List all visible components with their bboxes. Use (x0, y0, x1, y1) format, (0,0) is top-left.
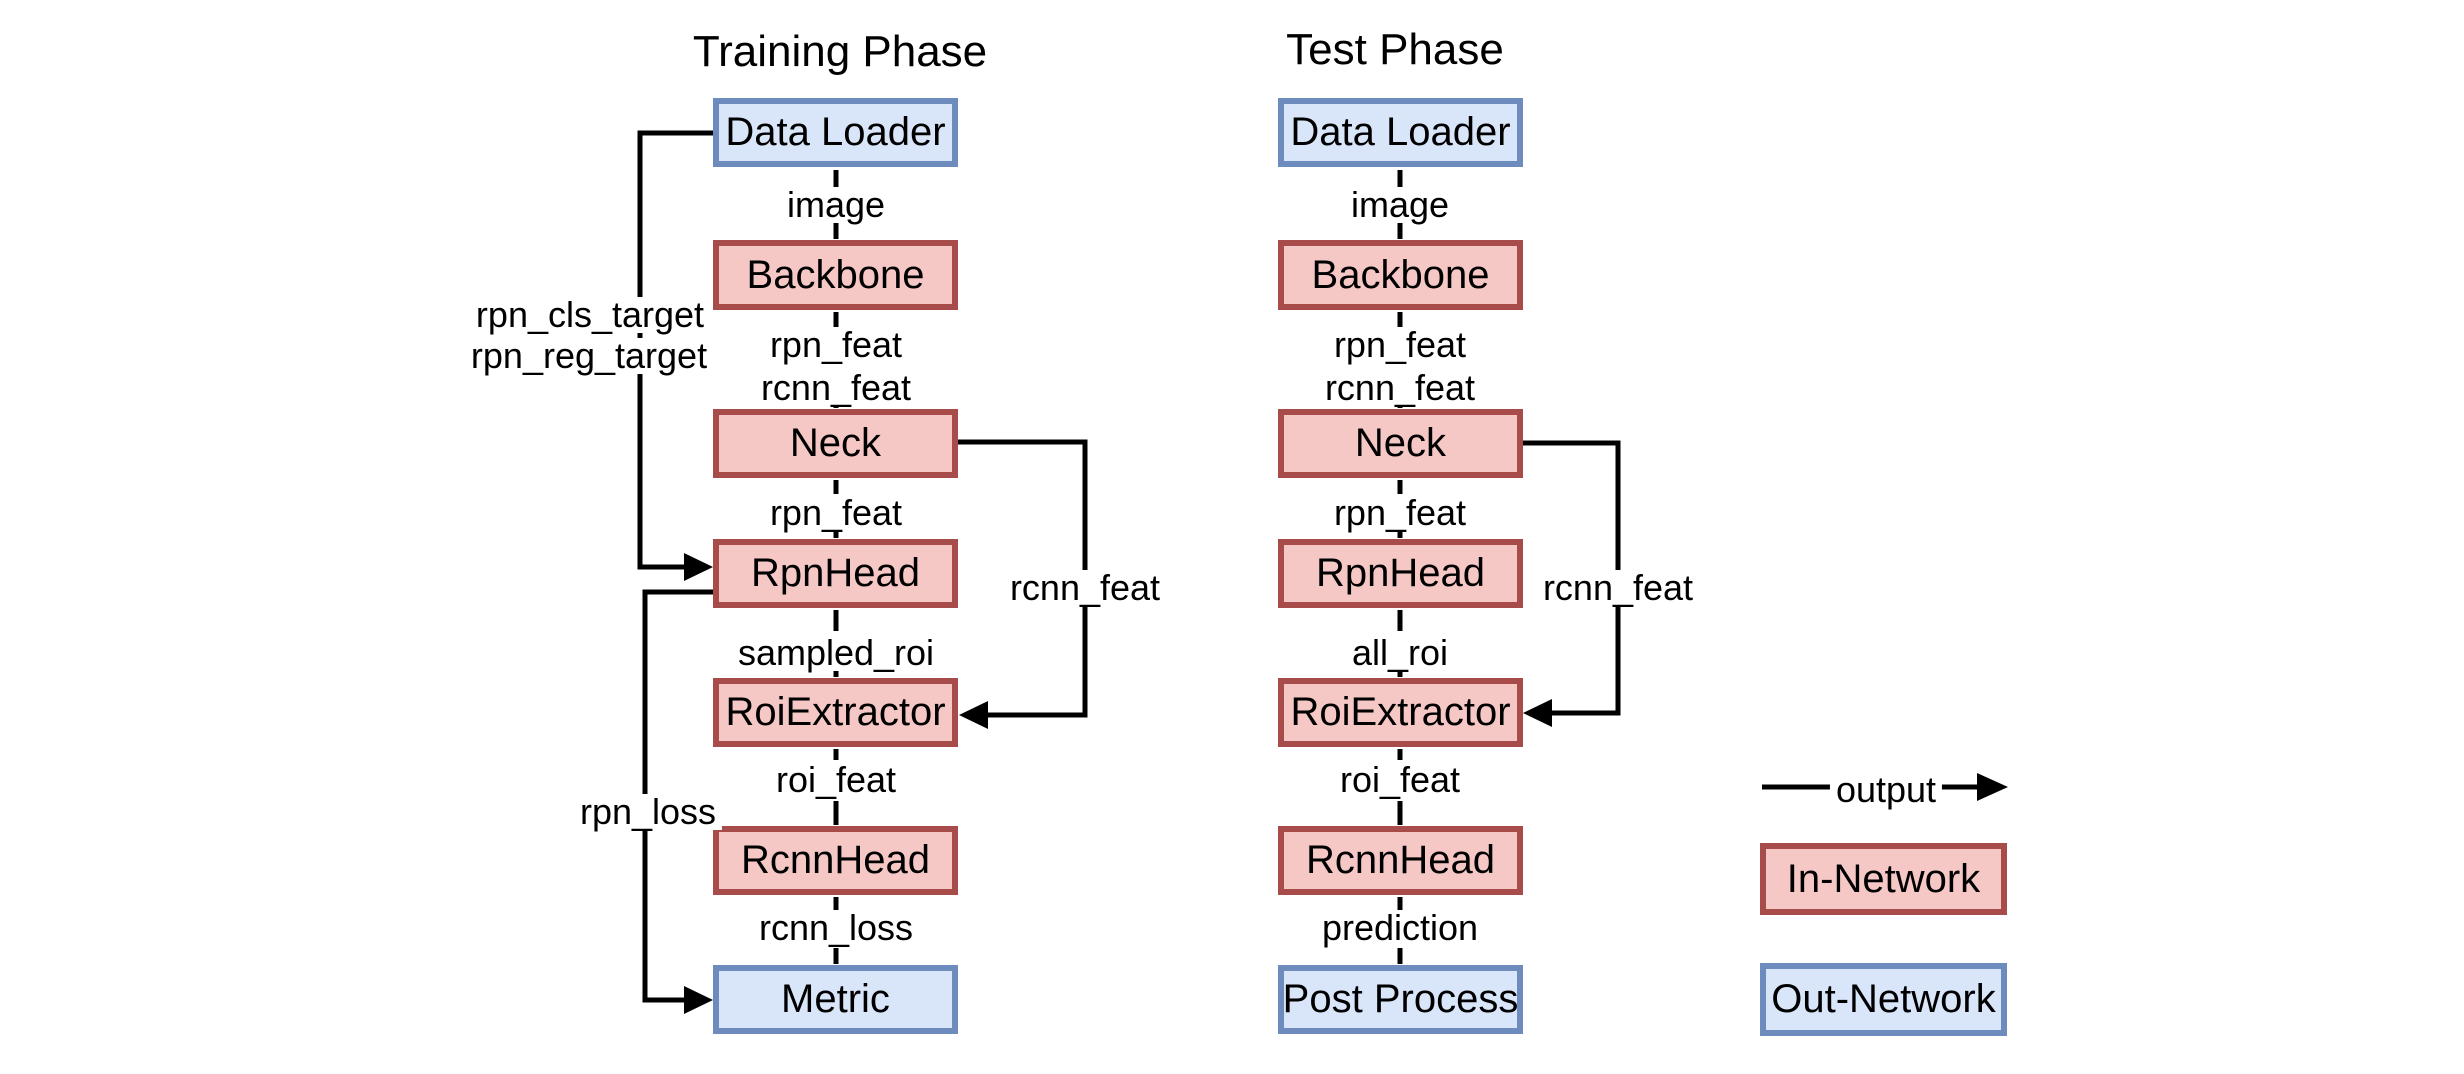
test-box-roiextractor: RoiExtractor (1278, 678, 1523, 747)
training-box-rpnhead-label: RpnHead (750, 551, 920, 595)
test-box-roiextractor-label: RoiExtractor (1290, 690, 1511, 734)
test-box-neck-label: Neck (1354, 421, 1447, 465)
arrowhead-rpnloss-into-metric (684, 986, 713, 1014)
test-box-rcnnhead-label: RcnnHead (1305, 838, 1495, 882)
test-box-backbone: Backbone (1278, 240, 1523, 310)
training-flow-label-rpn-feat-1: rpn_feat (763, 327, 909, 363)
legend-in-network-box: In-Network (1760, 843, 2007, 915)
training-box-backbone-label: Backbone (746, 252, 925, 297)
training-box-metric: Metric (713, 965, 958, 1034)
test-edge-label-rcnn-feat-branch: rcnn_feat (1536, 570, 1700, 606)
training-box-rpnhead: RpnHead (713, 539, 958, 608)
training-edge-label-rpn-reg-target: rpn_reg_target (464, 338, 714, 374)
test-flow-label-image: image (1344, 187, 1456, 223)
training-edge-label-rpn-loss: rpn_loss (573, 794, 723, 830)
arrowhead-rcnnfeat-into-roiextractor-training (959, 701, 988, 729)
test-box-post-process: Post Process (1278, 965, 1523, 1034)
training-box-backbone: Backbone (713, 240, 958, 310)
test-box-rcnnhead: RcnnHead (1278, 826, 1523, 895)
test-flow-label-roi-feat: roi_feat (1333, 762, 1467, 798)
training-edge-label-rpn-cls-target: rpn_cls_target (469, 297, 711, 333)
training-flow-label-rcnn-loss: rcnn_loss (752, 910, 920, 946)
test-box-rpnhead-label: RpnHead (1315, 551, 1485, 595)
training-flow-label-rpn-feat-2: rpn_feat (763, 495, 909, 531)
legend-output-arrowhead (1977, 773, 2008, 801)
test-flow-label-all-roi: all_roi (1345, 635, 1455, 671)
test-box-data-loader: Data Loader (1278, 98, 1523, 167)
test-flow-label-prediction: prediction (1315, 910, 1485, 946)
training-box-rcnnhead-label: RcnnHead (740, 838, 930, 882)
training-box-metric-label: Metric (781, 977, 890, 1021)
legend-out-network-label: Out-Network (1771, 977, 1996, 1021)
training-box-data-loader: Data Loader (713, 98, 958, 167)
training-box-neck-label: Neck (789, 421, 882, 465)
test-phase-title: Test Phase (1286, 25, 1504, 74)
training-box-roiextractor: RoiExtractor (713, 678, 958, 747)
training-box-roiextractor-label: RoiExtractor (725, 690, 946, 734)
training-box-neck: Neck (713, 409, 958, 478)
training-flow-label-sampled-roi: sampled_roi (731, 635, 941, 671)
test-box-data-loader-label: Data Loader (1290, 110, 1511, 154)
test-flow-label-rpn-feat-2: rpn_feat (1327, 495, 1473, 531)
test-flow-label-rpn-feat-1: rpn_feat (1327, 327, 1473, 363)
legend-output-label: output (1829, 772, 1943, 808)
training-box-rcnnhead: RcnnHead (713, 826, 958, 895)
legend-out-network-box: Out-Network (1760, 963, 2007, 1036)
arrowhead-rcnnfeat-into-roiextractor-test (1523, 699, 1552, 727)
test-box-neck: Neck (1278, 409, 1523, 478)
training-box-data-loader-label: Data Loader (725, 110, 946, 154)
training-flow-label-image: image (780, 187, 892, 223)
legend-in-network-label: In-Network (1786, 856, 1981, 901)
test-box-post-process-label: Post Process (1282, 977, 1519, 1021)
test-box-backbone-label: Backbone (1311, 252, 1490, 297)
training-flow-label-roi-feat: roi_feat (769, 762, 903, 798)
training-flow-label-rcnn-feat: rcnn_feat (754, 370, 918, 406)
training-edge-label-rcnn-feat-branch: rcnn_feat (1003, 570, 1167, 606)
test-flow-label-rcnn-feat: rcnn_feat (1318, 370, 1482, 406)
arrowhead-targets-into-rpnhead (684, 553, 713, 581)
test-box-rpnhead: RpnHead (1278, 539, 1523, 608)
training-phase-title: Training Phase (692, 27, 988, 76)
